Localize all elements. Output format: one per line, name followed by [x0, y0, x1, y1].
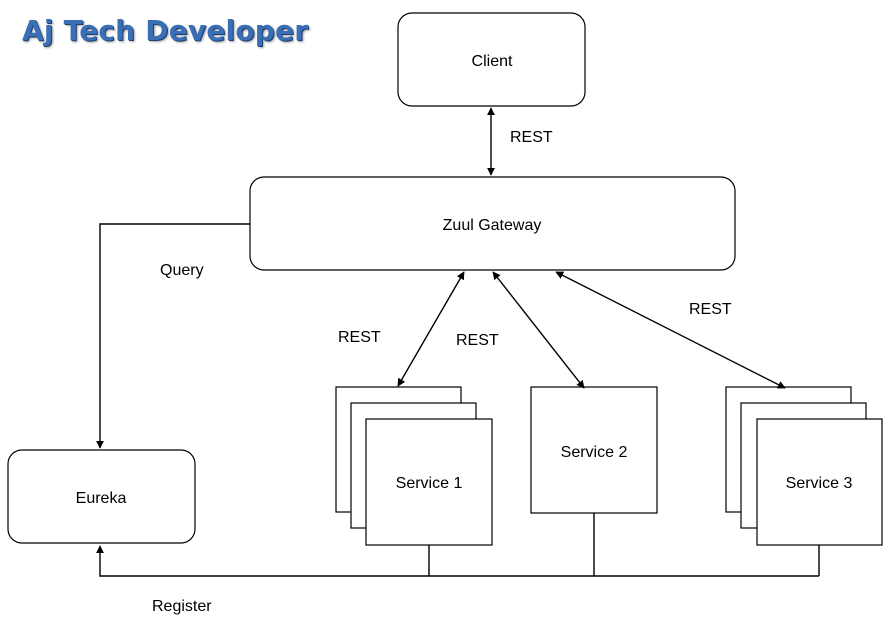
edge-label-register: Register [152, 598, 212, 615]
client-label: Client [472, 53, 513, 70]
client-node: Client [397, 12, 586, 107]
service1-label: Service 1 [396, 475, 463, 492]
service2-node: Service 2 [530, 386, 658, 514]
eureka-label: Eureka [76, 490, 127, 507]
edge-label-query: Query [160, 262, 204, 279]
watermark-logo: Aj Tech Developer [22, 14, 309, 47]
gateway-label: Zuul Gateway [443, 217, 542, 234]
edge-gateway-service3 [555, 271, 786, 389]
service3-stack: Service 3 [725, 386, 883, 546]
edge-gateway-service1 [397, 271, 465, 387]
edge-label-client-gateway: REST [510, 129, 553, 146]
service1-stack: Service 1 [335, 386, 493, 546]
edge-label-gateway-service1: REST [338, 329, 381, 346]
edge-label-gateway-service2: REST [456, 332, 499, 349]
service3-label: Service 3 [786, 475, 853, 492]
edge-register [96, 513, 820, 577]
eureka-node: Eureka [7, 449, 196, 544]
edge-gateway-service2 [492, 271, 585, 389]
service2-label: Service 2 [561, 444, 628, 461]
edge-label-gateway-service3: REST [689, 301, 732, 318]
edge-query [96, 223, 250, 449]
gateway-node: Zuul Gateway [249, 176, 736, 271]
